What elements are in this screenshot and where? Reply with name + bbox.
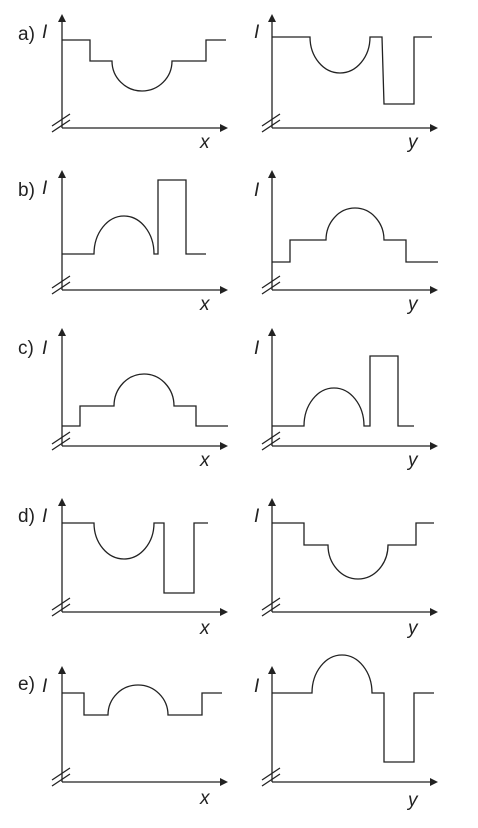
plot-c-right: I y [254,328,438,471]
axis-break-mark [261,767,281,787]
axis-break-mark [51,597,71,617]
y-axis-label: I [254,180,260,201]
y-axis-label: I [254,676,260,697]
row-label-d: d) [18,506,35,527]
intensity-curve [62,39,226,92]
plot-b-right: I y [254,170,438,315]
x-axis-label: x [199,294,211,315]
plot-d-right: I y [254,498,438,639]
intensity-curve [272,522,434,580]
y-axis-label: I [254,22,260,43]
plot-e-right: I y [254,654,438,811]
row-label-a: a) [18,24,35,45]
y-axis-label: I [42,676,48,697]
intensity-curve [272,355,414,427]
intensity-curve [62,684,222,716]
plot-d-left: I x [42,498,228,639]
y-axis-label: I [42,506,48,527]
intensity-curve [272,654,434,763]
x-axis-label: y [406,294,419,315]
y-axis-label: I [42,338,48,359]
row-e: e) I x I y [18,654,438,811]
axis-break-mark [261,275,281,295]
axis-break-mark [51,431,71,451]
axis-break-mark [261,113,281,133]
axis-break-mark [261,597,281,617]
y-axis-label: I [254,506,260,527]
intensity-curve [62,522,208,594]
row-d: d) I x I y [18,498,438,639]
x-axis-label: y [406,618,419,639]
y-axis-label: I [254,338,260,359]
x-axis-label: y [406,132,419,153]
intensity-curve [62,179,206,255]
row-label-b: b) [18,180,35,201]
x-axis-label: x [199,132,211,153]
plot-b-left: I x [42,170,228,315]
intensity-curve [272,207,438,263]
x-axis-label: y [406,790,419,811]
x-axis-label: x [199,618,211,639]
x-axis-label: y [406,450,419,471]
plot-e-left: I x [42,666,228,809]
row-c: c) I x I y [18,328,438,471]
row-a: a) I x I y [18,14,438,153]
intensity-curve [62,373,228,427]
y-axis-label: I [42,22,48,43]
row-b: b) I x I y [18,170,438,315]
plot-c-left: I x [42,328,228,471]
axis-break-mark [51,767,71,787]
axis-break-mark [261,431,281,451]
axis-break-mark [51,113,71,133]
intensity-curve [272,36,432,105]
x-axis-label: x [199,788,211,809]
y-axis-label: I [42,178,48,199]
plot-a-right: I y [254,14,438,153]
plot-a-left: I x [42,14,228,153]
row-label-e: e) [18,674,35,695]
axis-break-mark [51,275,71,295]
row-label-c: c) [18,338,34,359]
x-axis-label: x [199,450,211,471]
